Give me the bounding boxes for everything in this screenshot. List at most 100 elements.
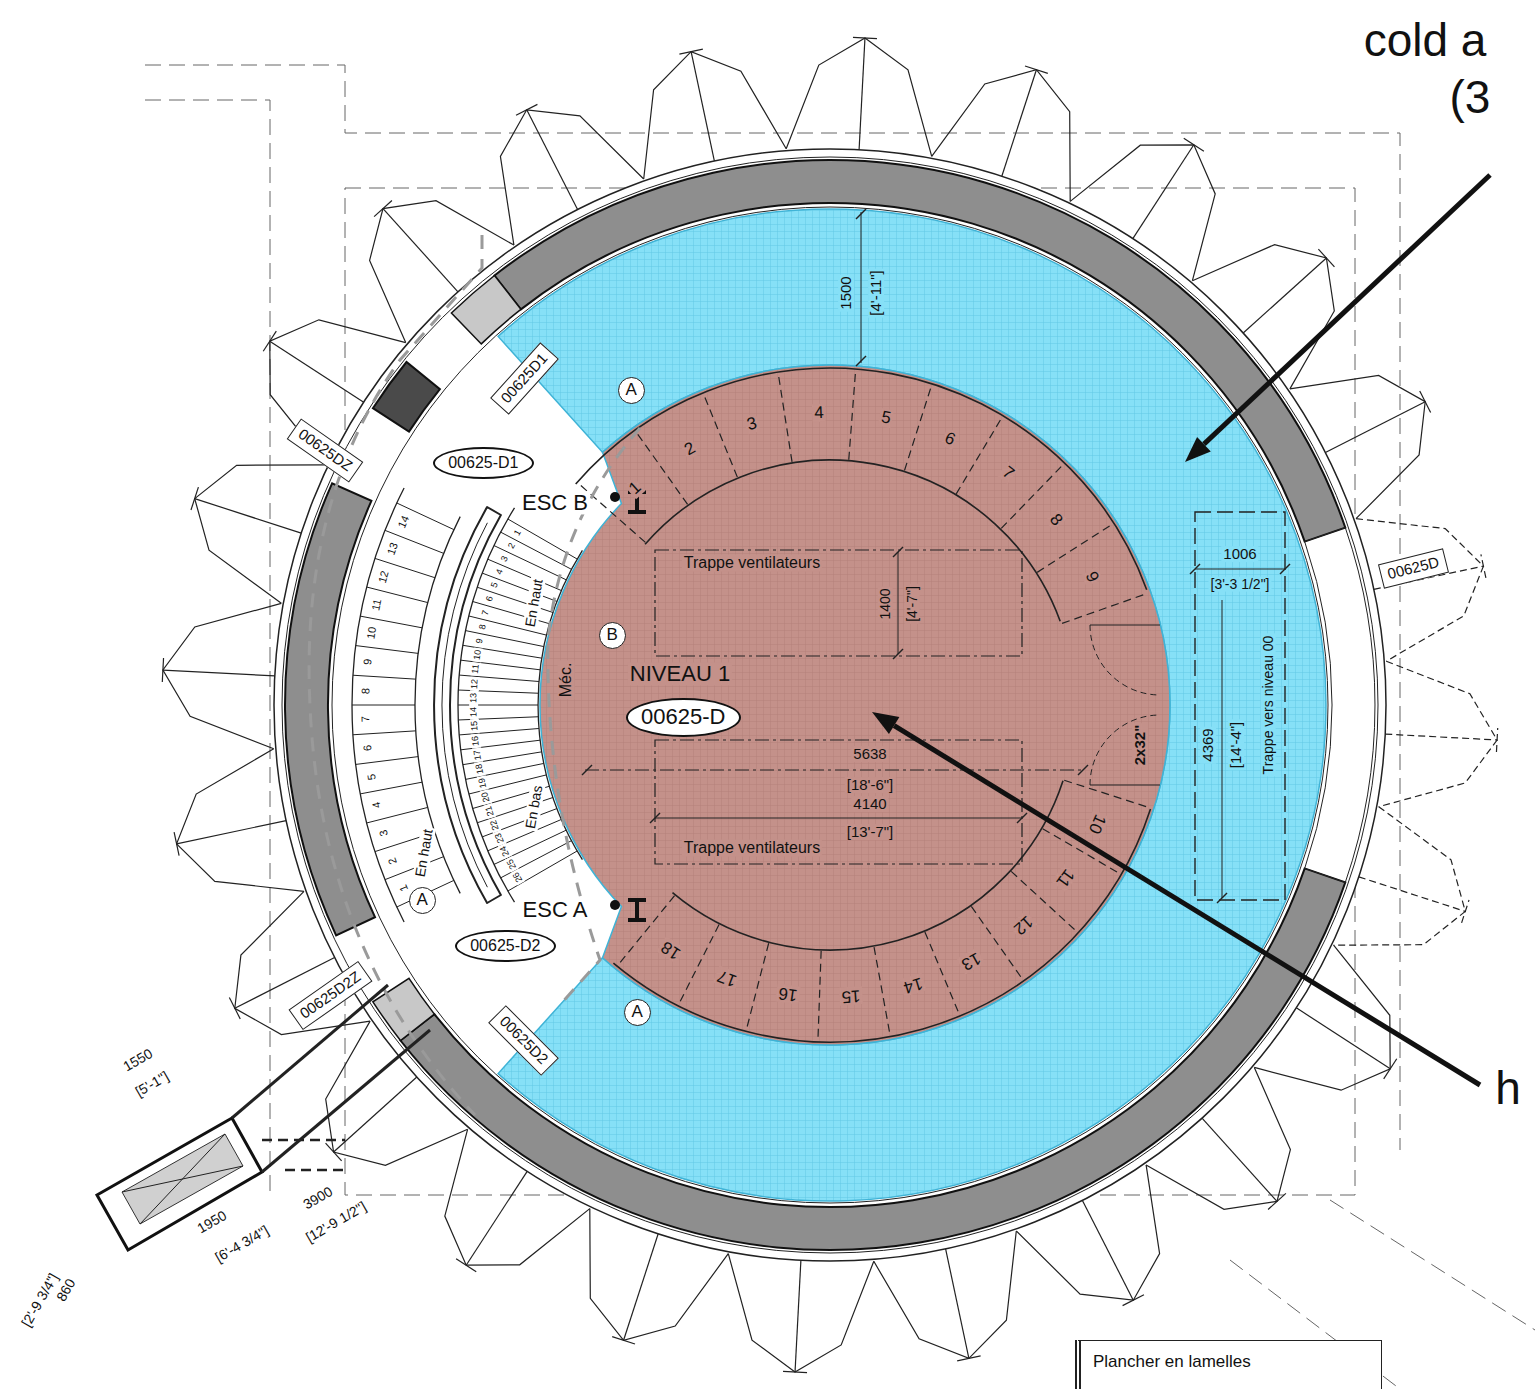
canopy-rib bbox=[1325, 402, 1425, 453]
dimension-tick bbox=[1078, 765, 1088, 775]
canopy-rib bbox=[728, 1254, 874, 1372]
door-swing bbox=[1090, 625, 1160, 695]
canopy-rib bbox=[270, 341, 364, 402]
stair-tread bbox=[353, 675, 416, 679]
dimension-tick bbox=[893, 649, 903, 659]
dimension-line bbox=[861, 212, 862, 363]
stair-tread bbox=[352, 705, 415, 706]
room-tag: 00625-D bbox=[626, 698, 741, 737]
dimension-line bbox=[655, 818, 1022, 819]
hatch-label: Trappe ventilateurs bbox=[682, 840, 822, 857]
site-boundary bbox=[145, 100, 270, 1195]
rack-divider bbox=[904, 385, 931, 471]
cold-aisle-floor bbox=[498, 209, 1326, 1201]
step-number: 9 bbox=[474, 636, 485, 647]
rack-line bbox=[613, 809, 1150, 1042]
canopy-rib bbox=[859, 38, 865, 150]
canopy-rib bbox=[163, 603, 281, 749]
dimension: [4'-11"] bbox=[868, 268, 884, 317]
canopy-rib bbox=[1243, 258, 1326, 333]
rack-divider bbox=[746, 943, 768, 1030]
node-text: B bbox=[606, 626, 617, 645]
dimension-tick bbox=[1217, 893, 1227, 903]
inner-ring bbox=[332, 207, 1328, 1203]
dimension-tick bbox=[893, 547, 903, 557]
canopy-rib bbox=[1359, 877, 1466, 912]
canopy-rib bbox=[691, 52, 714, 162]
canopy-rib bbox=[1082, 1200, 1133, 1300]
door-leaf bbox=[1090, 784, 1160, 785]
stair-tread bbox=[466, 631, 544, 647]
dimension-tick bbox=[856, 356, 866, 366]
canopy-rib bbox=[334, 1077, 417, 1152]
step-number: 10 bbox=[365, 624, 379, 642]
dimension: [5'-1"] bbox=[131, 1068, 173, 1101]
rack-divider bbox=[971, 906, 1023, 980]
corridor-wall bbox=[262, 1030, 430, 1172]
rack-divider bbox=[874, 947, 890, 1036]
canopy-rib bbox=[1296, 1008, 1390, 1069]
rack-divider bbox=[1037, 524, 1113, 573]
dimension: [13'-7"] bbox=[845, 824, 896, 840]
dimension-line bbox=[1195, 569, 1285, 570]
step-number: 12 bbox=[470, 676, 480, 691]
door-leaf bbox=[1090, 624, 1160, 625]
canopy-rib bbox=[1202, 1118, 1277, 1201]
node-text: A bbox=[625, 381, 636, 400]
rack-number: 4 bbox=[811, 404, 825, 422]
outer-ring bbox=[274, 149, 1386, 1261]
node-text: A bbox=[416, 891, 427, 910]
door-tag: 00625D bbox=[1378, 548, 1449, 588]
hatch-outline bbox=[655, 740, 1022, 864]
node-text: 00625-D2 bbox=[470, 937, 540, 955]
canopy-rib bbox=[383, 209, 458, 292]
canopy-rib bbox=[527, 110, 578, 210]
rack-divider bbox=[956, 417, 1002, 494]
dimension-line bbox=[898, 552, 899, 654]
canopy-rib bbox=[786, 38, 932, 156]
callout-arrow bbox=[1204, 175, 1490, 444]
dimension: 3900 bbox=[299, 1183, 337, 1213]
rack-line bbox=[673, 781, 1064, 950]
shaft-wall bbox=[97, 1118, 262, 1250]
corridor-line bbox=[285, 1169, 345, 1172]
dimension-tick bbox=[1280, 564, 1290, 574]
stair-tread bbox=[356, 646, 419, 654]
hatch-label: Trappe vers niveau 00 bbox=[1261, 634, 1276, 777]
dimension-line bbox=[585, 770, 1085, 771]
node-text: 00625-D1 bbox=[448, 454, 518, 472]
stair-railing bbox=[434, 507, 501, 903]
dimension-tick bbox=[1017, 813, 1027, 823]
canopy-rib bbox=[163, 670, 275, 676]
rack-line bbox=[645, 460, 1060, 621]
hatch-label: Trappe ventilateurs bbox=[682, 555, 822, 572]
dimension: 1400 bbox=[878, 586, 893, 621]
callout-text: h bbox=[1495, 1064, 1521, 1112]
dimension-line bbox=[1222, 600, 1223, 898]
rack-number: 15 bbox=[839, 987, 863, 1006]
section-marker: A bbox=[409, 887, 436, 914]
dimension: 4369 bbox=[1200, 726, 1216, 763]
callout-text: cold a bbox=[1364, 16, 1487, 64]
step-number: 14 bbox=[469, 705, 479, 719]
hatch-outline bbox=[1195, 512, 1285, 900]
section-marker: A bbox=[618, 377, 645, 404]
step-number: 16 bbox=[470, 733, 481, 748]
legend-box: Plancher en lamelles bbox=[1075, 1340, 1382, 1389]
step-number: 8 bbox=[477, 621, 488, 632]
dimension: 1500 bbox=[838, 274, 854, 311]
rack-divider bbox=[925, 932, 960, 1015]
dimension: [4'-7"] bbox=[905, 584, 920, 624]
stair-railing bbox=[442, 523, 487, 887]
callout-text: (3 bbox=[1450, 73, 1491, 121]
callout-arrow bbox=[894, 726, 1480, 1085]
canopy-rib bbox=[624, 1234, 659, 1341]
step-number: 10 bbox=[472, 647, 483, 662]
hot-aisle-floor bbox=[540, 365, 1170, 1045]
canopy-rib bbox=[1379, 661, 1497, 807]
node-text: A bbox=[631, 1003, 642, 1022]
dimension-tick bbox=[856, 209, 866, 219]
canopy-rib bbox=[195, 499, 302, 534]
